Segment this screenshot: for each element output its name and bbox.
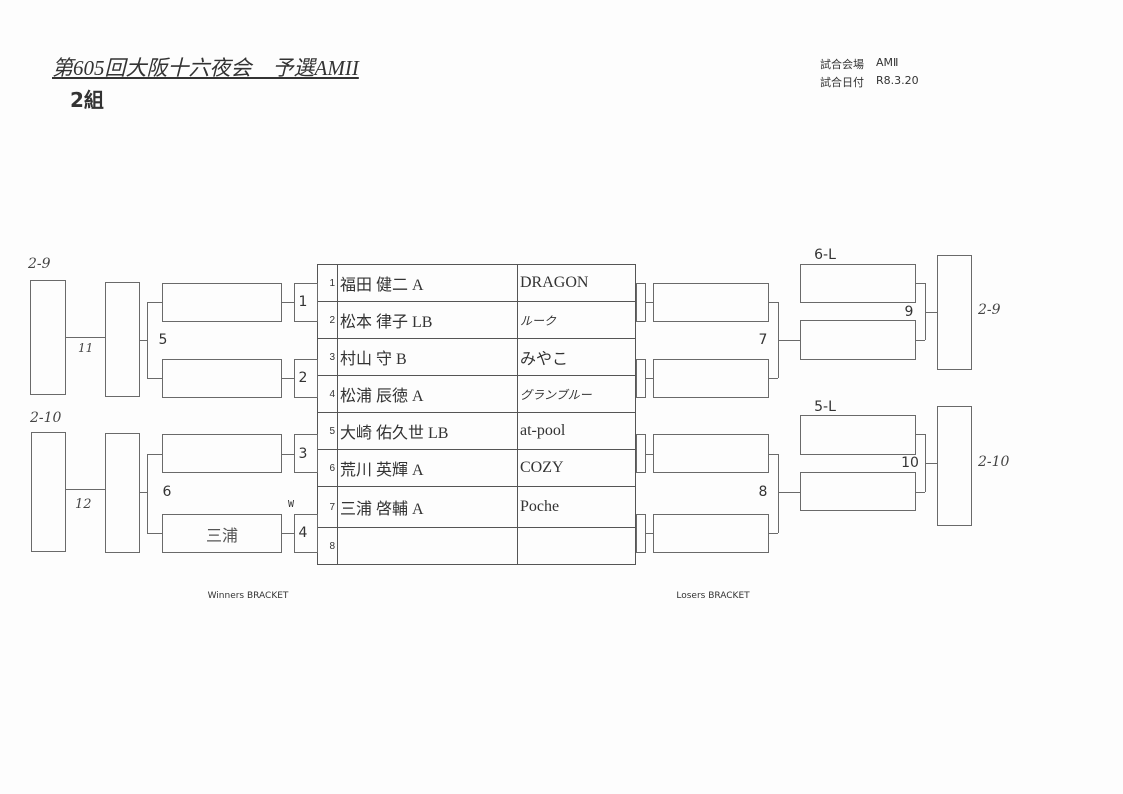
match-box-2 (294, 359, 318, 398)
qualifier-box (937, 406, 972, 526)
player-name (337, 527, 518, 565)
date-value: R8.3.20 (876, 74, 919, 87)
entry-number: 6 (317, 449, 338, 487)
team-name: グランブルー (517, 375, 636, 413)
match-label: 6 (162, 484, 172, 500)
result-box: 三浦 (162, 514, 282, 553)
handwritten-note: 11 (78, 341, 94, 355)
walkover-mark: W (288, 499, 295, 510)
entry-number: 2 (317, 301, 338, 339)
qualifier-box (937, 255, 972, 370)
semifinal-box (105, 433, 140, 553)
drop-in-label: 6-L (814, 247, 836, 263)
result-box (653, 359, 769, 398)
group-label: 2組 (70, 88, 104, 112)
winners-bracket-caption: Winners BRACKET (207, 591, 289, 601)
result-box (162, 283, 282, 322)
team-name: みやこ (517, 338, 636, 376)
result-box (800, 472, 916, 511)
match-box-4 (294, 514, 318, 553)
venue-value: AMⅡ (876, 56, 899, 69)
match-label: 9 (904, 304, 914, 320)
match-label: 5 (158, 332, 168, 348)
semifinal-box (105, 282, 140, 397)
entry-number: 4 (317, 375, 338, 413)
qualifier-label: 2-9 (28, 256, 51, 272)
player-name: 村山 守 B (337, 338, 518, 376)
venue-label: 試合会場 (820, 58, 864, 71)
match-label: 3 (298, 446, 308, 462)
result-box (162, 359, 282, 398)
drop-in-label: 5-L (814, 399, 836, 415)
loser-bracket-connector (636, 434, 646, 473)
qualifier-box (30, 280, 66, 395)
qualifier-box (31, 432, 66, 552)
match-label: 4 (298, 525, 308, 541)
team-name: at-pool (517, 412, 636, 450)
handwritten-note: 12 (75, 497, 92, 512)
entry-number: 3 (317, 338, 338, 376)
team-name: DRAGON (517, 264, 636, 302)
team-name: COZY (517, 449, 636, 487)
match-label: 10 (901, 455, 919, 471)
qualifier-label: 2-10 (30, 410, 62, 426)
result-box (653, 514, 769, 553)
team-name: Poche (517, 486, 636, 528)
match-box-3 (294, 434, 318, 473)
match-box-1 (294, 283, 318, 322)
result-box (800, 415, 916, 455)
player-name: 三浦 啓輔 A (337, 486, 518, 528)
result-box (162, 434, 282, 473)
entry-number: 8 (317, 527, 338, 565)
entry-number: 1 (317, 264, 338, 302)
qualifier-label: 2-9 (978, 302, 1001, 318)
losers-bracket-caption: Losers BRACKET (676, 591, 750, 601)
entry-row: 8 (317, 527, 636, 565)
player-name: 大崎 佑久世 LB (337, 412, 518, 450)
player-name: 松本 律子 LB (337, 301, 518, 339)
match-label: 7 (758, 332, 768, 348)
result-box (800, 264, 916, 303)
result-box (800, 320, 916, 360)
team-name (517, 527, 636, 565)
result-box (653, 434, 769, 473)
player-name: 福田 健二 A (337, 264, 518, 302)
player-name: 荒川 英輝 A (337, 449, 518, 487)
entry-number: 7 (317, 486, 338, 528)
result-box (653, 283, 769, 322)
tournament-title: 第605回大阪十六夜会 予選AMII (52, 56, 359, 80)
player-name: 松浦 辰徳 A (337, 375, 518, 413)
match-label: 1 (298, 294, 308, 310)
entry-number: 5 (317, 412, 338, 450)
match-label: 2 (298, 370, 308, 386)
qualifier-label: 2-10 (978, 454, 1010, 470)
date-label: 試合日付 (820, 76, 864, 89)
match-label: 8 (758, 484, 768, 500)
team-name: ルーク (517, 301, 636, 339)
